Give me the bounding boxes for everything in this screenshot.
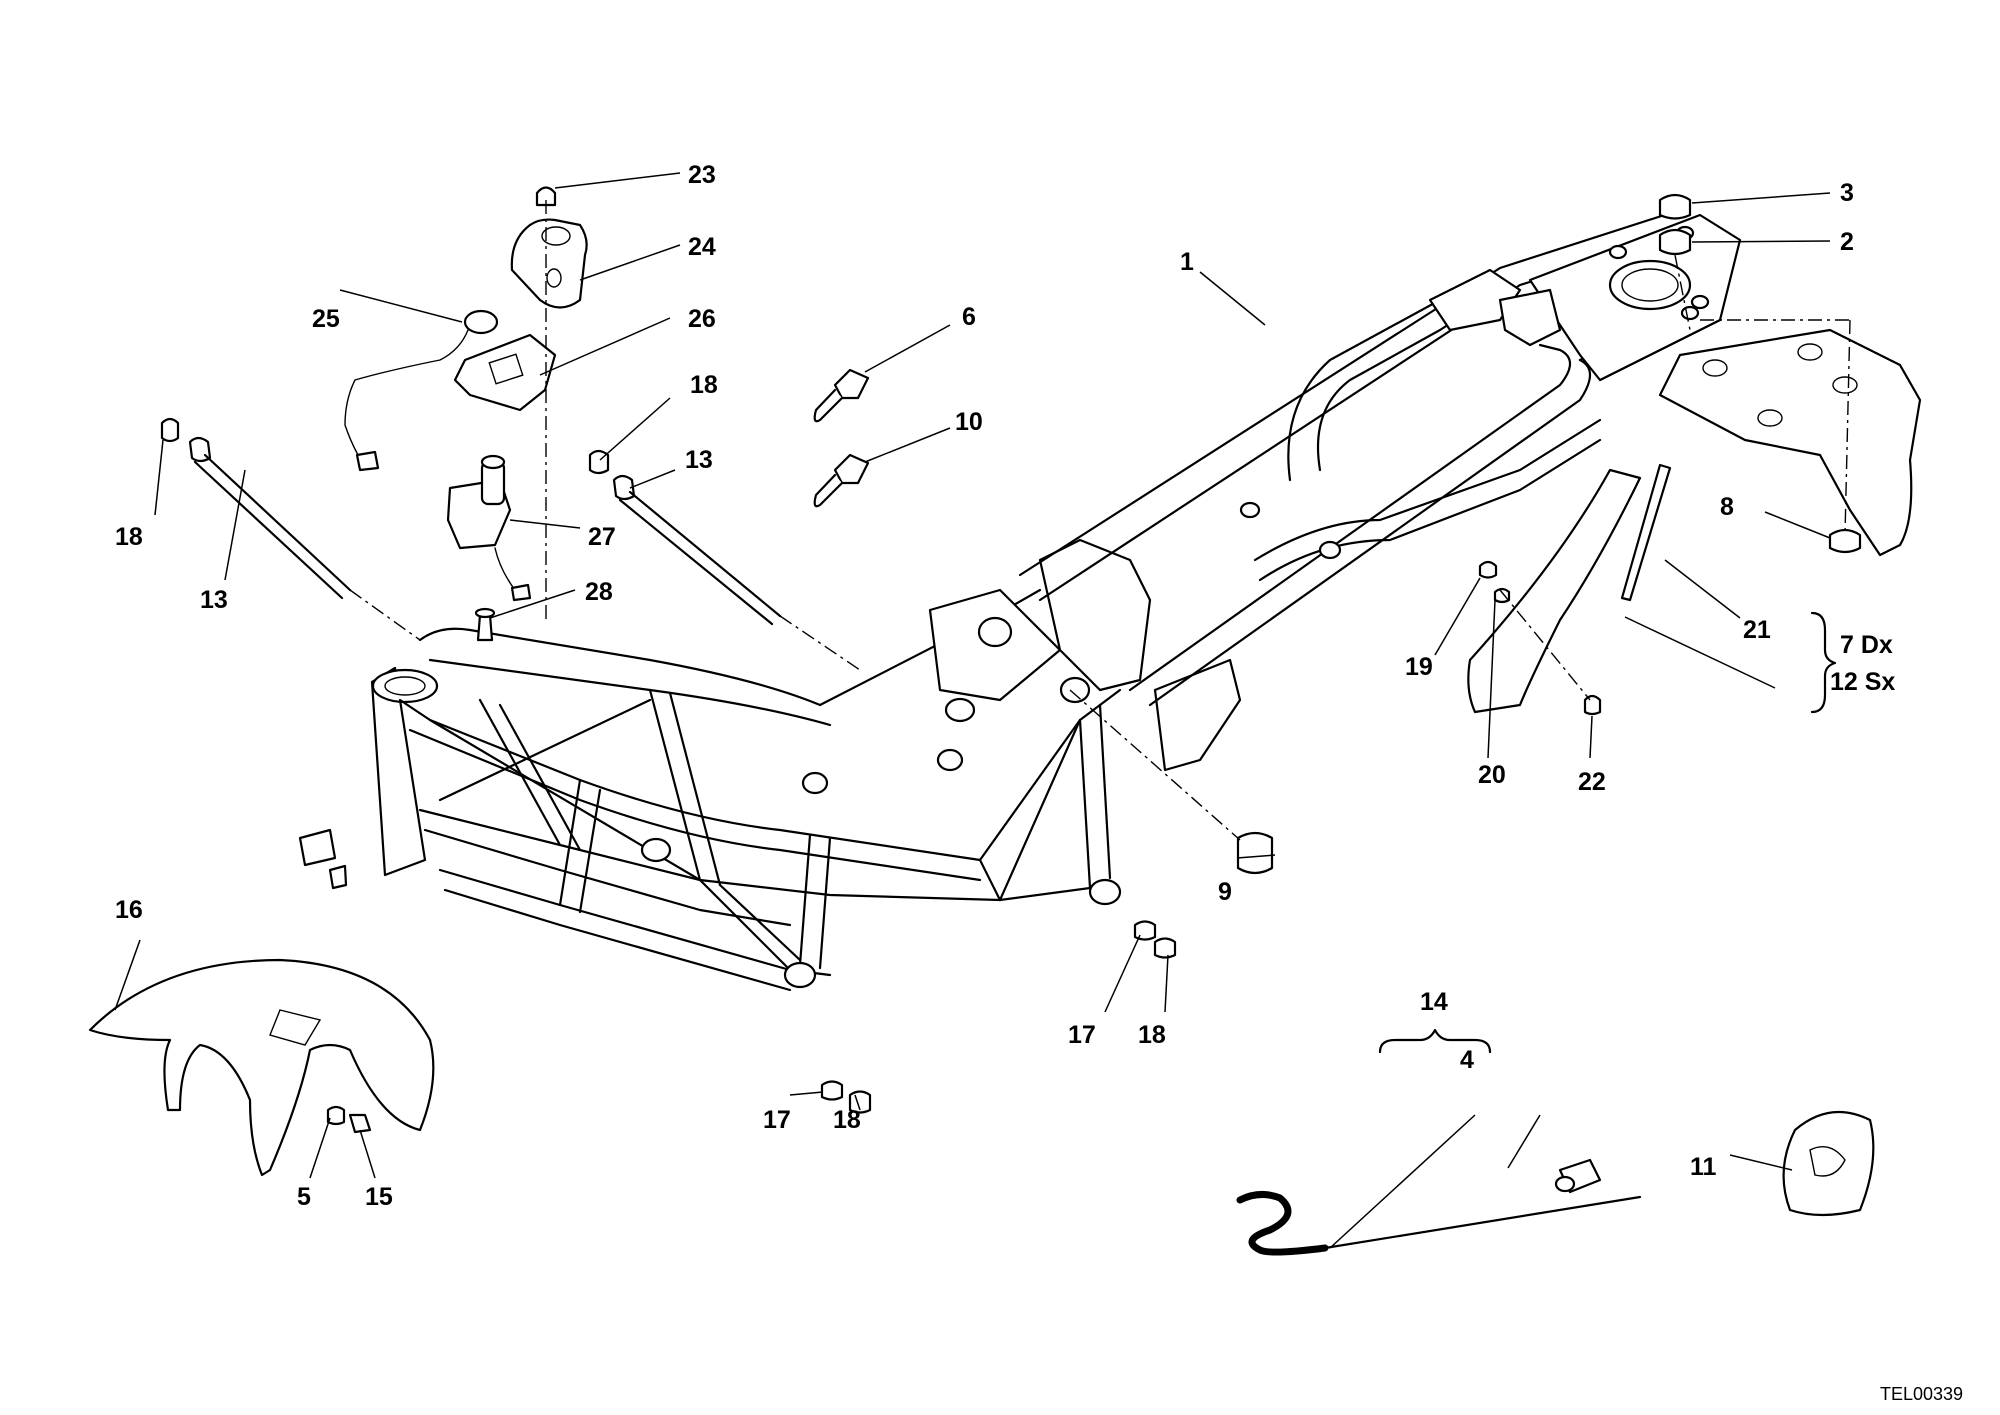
assembly-line-grommet — [1674, 254, 1691, 331]
callout-16: 16 — [115, 896, 143, 924]
part-10-plug — [813, 453, 870, 508]
part-7-12-side-panel — [1467, 463, 1672, 716]
part-3-grommet — [1658, 193, 1692, 220]
part-28-bolt — [476, 613, 494, 642]
drawing-code: TEL00339 — [1880, 1384, 1963, 1404]
callout-14: 14 — [1420, 988, 1448, 1016]
part-4-connector — [1554, 1158, 1602, 1194]
leader-lines — [114, 172, 1831, 1249]
side-note-right: 7 Dx — [1840, 631, 1893, 659]
part-27-ignition-switch — [446, 454, 532, 602]
callout-3: 3 — [1840, 179, 1854, 207]
frame — [298, 208, 1742, 992]
brace-14 — [1378, 1028, 1492, 1054]
callout-15: 15 — [365, 1183, 393, 1211]
part-24-cover — [510, 218, 588, 309]
callout-6: 6 — [962, 303, 976, 331]
assembly-line-panel — [1499, 589, 1591, 701]
part-17-bushing-a — [820, 1080, 844, 1101]
side-note-left: 12 Sx — [1830, 668, 1895, 696]
part-16-front-mudguard — [88, 958, 435, 1177]
part-18-bushing-left — [160, 417, 180, 443]
callout-1: 1 — [1180, 248, 1194, 276]
part-23-cap — [535, 186, 557, 207]
callout-19: 19 — [1405, 653, 1433, 681]
part-5-washer — [326, 1105, 346, 1126]
callout-8: 8 — [1720, 493, 1734, 521]
callout-2: 2 — [1840, 228, 1854, 256]
callout-25: 25 — [312, 305, 340, 333]
callout-20: 20 — [1478, 761, 1506, 789]
assembly-line-left — [349, 589, 421, 641]
callout-18-left: 18 — [115, 523, 143, 551]
callout-5: 5 — [297, 1183, 311, 1211]
part-13-long-bolt-mid — [612, 474, 782, 626]
part-26-plate — [453, 333, 557, 412]
part-14-cable — [1236, 1191, 1642, 1256]
part-18-bushing-b — [1153, 937, 1177, 959]
part-2-grommet — [1658, 228, 1692, 256]
assembly-line-holder — [1844, 319, 1851, 536]
brace-7-12 — [1810, 611, 1837, 714]
part-25-cable — [344, 309, 499, 472]
callout-21: 21 — [1743, 616, 1771, 644]
callout-17-lower: 17 — [763, 1106, 791, 1134]
callout-18-mid: 18 — [690, 371, 718, 399]
callout-17-right: 17 — [1068, 1021, 1096, 1049]
callout-27: 27 — [588, 523, 616, 551]
part-8-rear-holder — [1658, 328, 1922, 557]
part-9-bushing — [1236, 831, 1274, 875]
part-11-decal — [1782, 1110, 1875, 1217]
part-13-long-bolt-left — [188, 436, 352, 600]
assembly-line-mid — [779, 615, 861, 671]
part-18-bushing-mid — [588, 449, 610, 475]
callout-23: 23 — [688, 161, 716, 189]
callout-11: 11 — [1690, 1153, 1717, 1181]
part-17-bushing-b — [1133, 920, 1157, 941]
callout-13-left: 13 — [200, 586, 228, 614]
callout-9: 9 — [1218, 878, 1232, 906]
callout-22: 22 — [1578, 768, 1606, 796]
callout-26: 26 — [688, 305, 716, 333]
callout-24: 24 — [688, 233, 716, 261]
callout-13-mid: 13 — [685, 446, 713, 474]
callout-4: 4 — [1460, 1046, 1474, 1074]
callout-18-right: 18 — [1138, 1021, 1166, 1049]
callout-10: 10 — [955, 408, 983, 436]
callout-28: 28 — [585, 578, 613, 606]
callout-18-lower: 18 — [833, 1106, 861, 1134]
assembly-line-9 — [1069, 689, 1241, 841]
part-6-plug — [813, 368, 870, 423]
part-15-screw — [348, 1113, 372, 1134]
